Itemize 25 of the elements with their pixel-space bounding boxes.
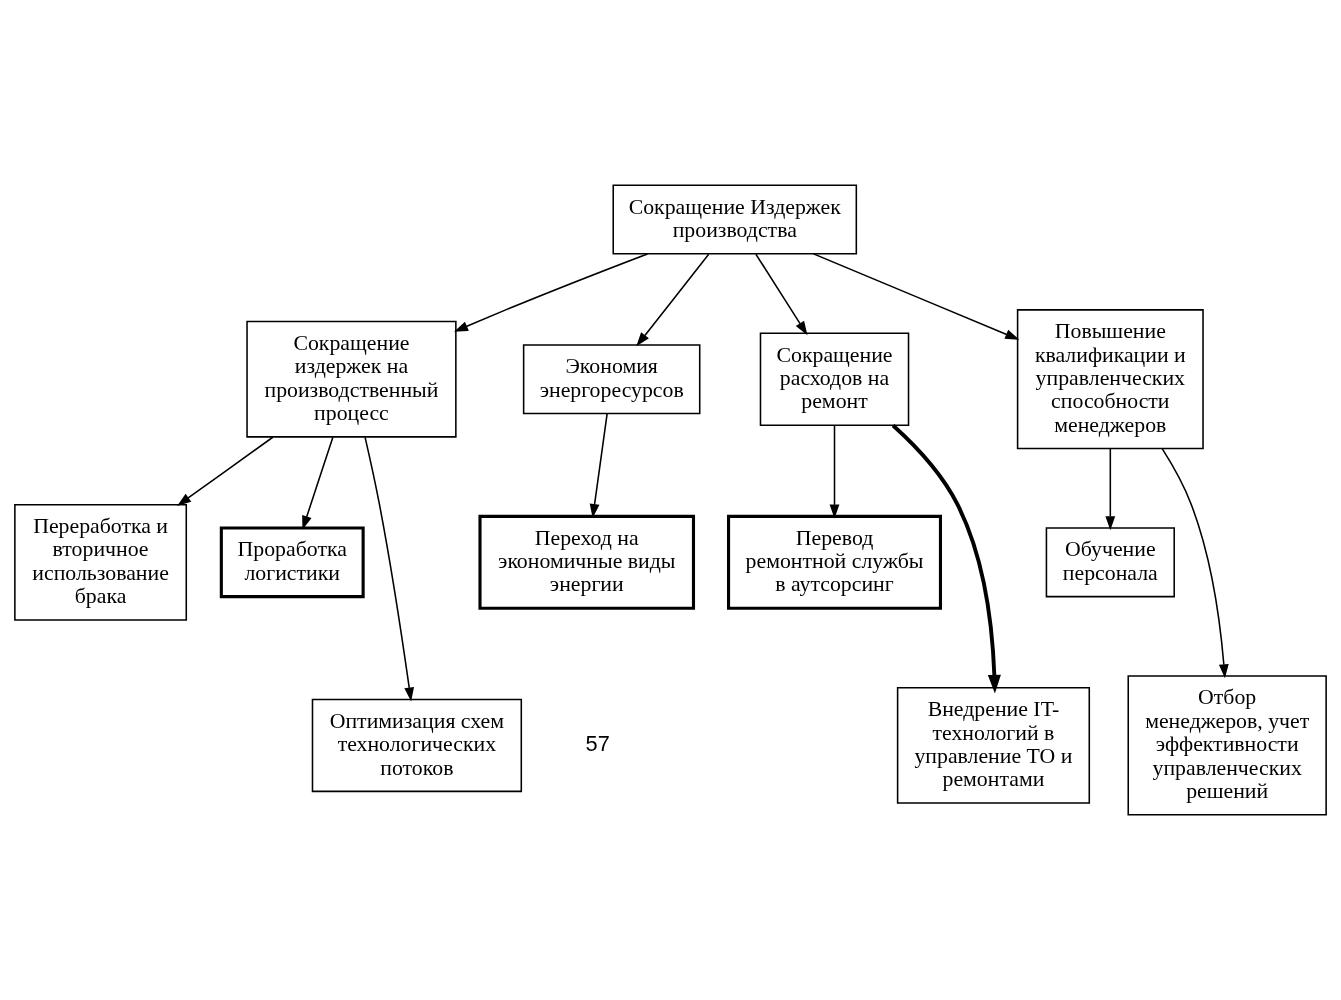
node-box: Сокращение Издержек производства: [612, 184, 858, 255]
node-box: Переработка и вторичное использование брака: [14, 503, 188, 621]
node-box: Переход на экономичные виды энергии: [478, 514, 696, 610]
node-box: Внедрение IT- технологий в управление ТО и ремонтами: [896, 687, 1091, 804]
arrow: [364, 436, 415, 702]
node-box: Оптимизация схем технологических потоков: [311, 698, 523, 793]
arrow: [454, 253, 649, 332]
arrow: [829, 424, 840, 519]
node-box: Сокращение расходов на ремонт: [759, 332, 910, 426]
arrow: [302, 436, 334, 530]
arrow: [636, 253, 710, 347]
arrow: [1105, 448, 1116, 531]
node-box: Отбор менеджеров, учет эффективности управленческих решений: [1127, 675, 1327, 816]
arrow: [891, 424, 1001, 694]
node-box: Проработка логистики: [219, 526, 365, 599]
arrow: [755, 253, 808, 336]
arrow: [177, 436, 274, 506]
node-box: Обучение персонала: [1045, 527, 1175, 598]
arrow: [1161, 447, 1229, 679]
node-box: Сокращение издержек на производственный процесс: [246, 320, 457, 438]
node-box: Перевод ремонтной службы в аутсорсинг: [727, 514, 943, 610]
node-box: Экономия энергоресурсов: [522, 344, 701, 415]
label: 57: [585, 731, 610, 757]
arrow: [812, 253, 1020, 340]
node-box: Повышение квалификации и управленческих способности менеджеров: [1016, 309, 1204, 450]
